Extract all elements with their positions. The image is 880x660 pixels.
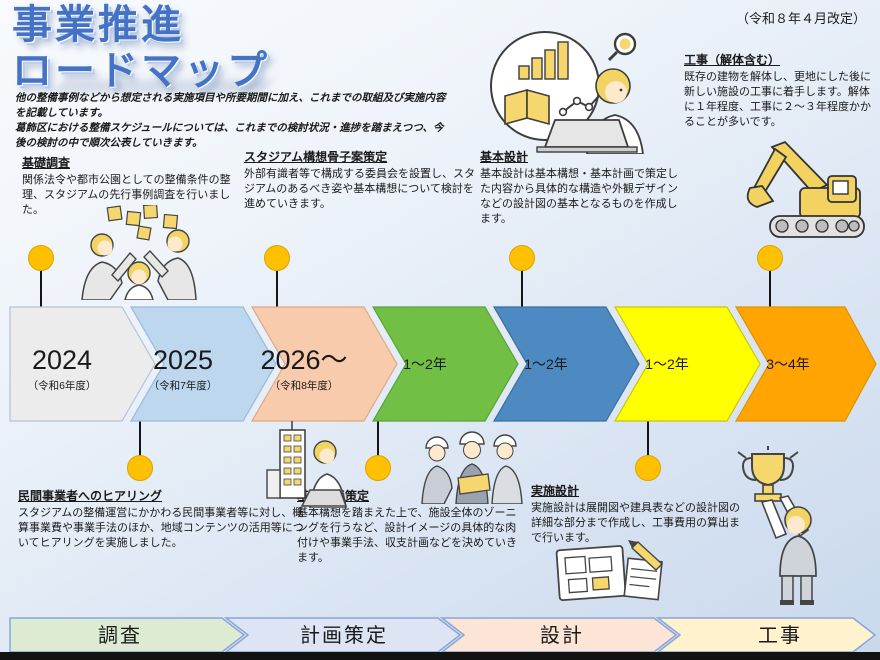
blueprint-illustration [555, 540, 664, 602]
timeline-label-duration-2: 1～2年 [524, 356, 568, 372]
bar-chart-icon [518, 41, 569, 80]
worker-left [421, 436, 453, 504]
stage-label-planning: 計画策定 [300, 624, 388, 647]
magnifier-icon [607, 32, 637, 62]
stage-chevron-survey [9, 617, 246, 653]
laptop-icon [300, 489, 348, 507]
timeline-label-2024: 2024 [32, 345, 92, 375]
note-private-hearing-heading: 民間事業者へのヒアリング [18, 489, 163, 503]
milestone-line [521, 260, 523, 307]
person-left [81, 233, 137, 300]
milestone-line [647, 421, 649, 463]
blueprint-sheet [555, 545, 627, 602]
excavator-wheels [775, 219, 860, 233]
excavator-illustration [746, 140, 865, 238]
timeline-label-duration-3: 1～2年 [645, 356, 689, 372]
note-private-hearing: 民間事業者へのヒアリング スタジアムの整備運営にかかわる民間事業者等に対し、概算… [18, 488, 304, 551]
timeline-chevron-duration-4 [734, 306, 877, 422]
brainstorming-illustration [81, 205, 197, 300]
blueprint-small-sheet [623, 557, 663, 601]
laptop-icon [536, 119, 638, 153]
timeline-chevron-duration-2 [492, 306, 640, 422]
note-detail-design-heading: 実施設計 [531, 484, 580, 498]
timeline-chevron-duration-3 [613, 306, 761, 422]
milestone-line [40, 260, 42, 307]
timeline: 2024 （令和6年度） 2025 （令和7年度） 2026～ （令和8年度） … [9, 306, 877, 422]
intro-text: 他の整備事例などから想定される実施項目や所要期間に加え、これまでの取組及び実施内… [15, 91, 447, 151]
milestone-dot [365, 455, 391, 481]
note-basic-design-heading: 基本設計 [480, 150, 529, 164]
note-basic-design: 基本設計 基本設計は基本構想・基本計画で策定した内容から具体的な構造や外観デザイ… [480, 149, 686, 227]
note-basic-survey: 基礎調査 関係法令や都市公園としての整備条件の整理、スタジアムの先行事例調査を行… [22, 155, 250, 218]
stage-label-design: 設計 [540, 624, 584, 647]
timeline-sub-2026: （令和8年度） [270, 379, 339, 392]
timeline-sub-2025: （令和7年度） [149, 379, 218, 392]
milestone-line [377, 421, 379, 463]
intro-line1: 他の整備事例などから想定される実施項目や所要期間に加え、これまでの取組及び実施内… [15, 92, 446, 119]
bottom-black-bar [0, 652, 880, 660]
research-illustration [490, 31, 644, 154]
timeline-label-2026: 2026～ [260, 345, 347, 375]
excavator-window [832, 180, 849, 195]
worker-right [491, 434, 523, 504]
note-basic-plan: 基本計画策定 基本構想を踏まえた上で、施設全体のゾーニングを行うなど、設計イメー… [297, 488, 527, 566]
milestone-line [769, 260, 771, 307]
note-construction: 工事（解体含む） 既存の建物を解体し、更地にした後に新しい施設の工事に着手します… [684, 52, 876, 130]
note-detail-design: 実施設計 実施設計は展開図や建具表などの設計図の詳細な部分まで作成し、工事費用の… [531, 483, 745, 546]
note-basic-design-body: 基本設計は基本構想・基本計画で策定した内容から具体的な構造や外観デザインなどの設… [480, 167, 678, 226]
note-basic-survey-body: 関係法令や都市公園としての整備条件の整理、スタジアムの先行事例調査を行いました。 [22, 173, 231, 216]
person-figure [760, 495, 817, 605]
note-basic-plan-body: 基本構想を踏まえた上で、施設全体のゾーニングを行うなど、設計イメージの具体的な肉… [297, 506, 517, 565]
timeline-chevron-2026 [250, 306, 398, 422]
trophy-illustration [737, 446, 817, 605]
stage-bar: 調査 計画策定 設計 工事 [9, 617, 877, 653]
note-stadium-concept-body: 外部有識者等で構成する委員会を設置し、スタジアムのあるべき姿や基本構想について検… [244, 167, 475, 210]
timeline-chevron-2024 [9, 306, 156, 422]
timeline-label-duration-1: 1～2年 [403, 356, 447, 372]
note-private-hearing-body: スタジアムの整備運営にかかわる民間事業者等に対し、概算事業費や事業手法のほか、地… [18, 506, 304, 549]
note-stadium-concept: スタジアム構想骨子案策定 外部有識者等で構成する委員会を設置し、スタジアムのある… [244, 149, 478, 212]
milestone-dot [635, 455, 661, 481]
building-illustration [266, 421, 348, 508]
worker-center [455, 431, 491, 504]
note-basic-survey-heading: 基礎調査 [22, 156, 71, 170]
timeline-chevron-duration-1 [371, 306, 519, 422]
timeline-label-2025: 2025 [153, 345, 213, 375]
excavator-bucket [746, 185, 775, 208]
timeline-sub-2024: （令和6年度） [28, 379, 97, 392]
sticky-notes [106, 205, 179, 241]
pencil-icon [628, 540, 664, 571]
stage-label-survey: 調査 [98, 624, 142, 647]
workers-illustration [421, 431, 523, 504]
open-book-icon [504, 88, 550, 126]
revision-note: （令和８年４月改定） [735, 11, 866, 26]
milestone-dot [757, 245, 783, 271]
page-title-line2: ロードマップ [12, 49, 270, 93]
person-right [143, 229, 197, 300]
intro-line2: 葛飾区における整備スケジュールについては、これまでの検討状況・進捗を踏まえつつ、… [15, 121, 444, 149]
note-construction-heading: 工事（解体含む） [684, 53, 781, 67]
timeline-chevron-2025 [129, 306, 277, 422]
milestone-dot [509, 245, 535, 271]
note-detail-design-body: 実施設計は展開図や建具表などの設計図の詳細な部分まで作成し、工事費用の算出まで行… [531, 501, 740, 544]
milestone-line [139, 421, 141, 463]
timeline-label-duration-4: 3～4年 [766, 356, 810, 372]
trophy-icon [737, 446, 799, 502]
milestone-dot [28, 245, 54, 271]
milestone-line [276, 260, 278, 307]
stage-label-construction: 工事 [758, 624, 802, 647]
person-center [124, 261, 154, 300]
building-annex [266, 469, 281, 499]
note-construction-body: 既存の建物を解体し、更地にした後に新しい施設の工事に着手します。解体に１年程度、… [684, 70, 871, 129]
page-title: 事業推進 ロードマップ [12, 2, 270, 94]
milestone-dot [264, 245, 290, 271]
note-stadium-concept-heading: スタジアム構想骨子案策定 [244, 150, 388, 164]
building-windows [283, 434, 302, 486]
page-title-line1: 事業推進 [12, 3, 184, 47]
milestone-dot [127, 455, 153, 481]
